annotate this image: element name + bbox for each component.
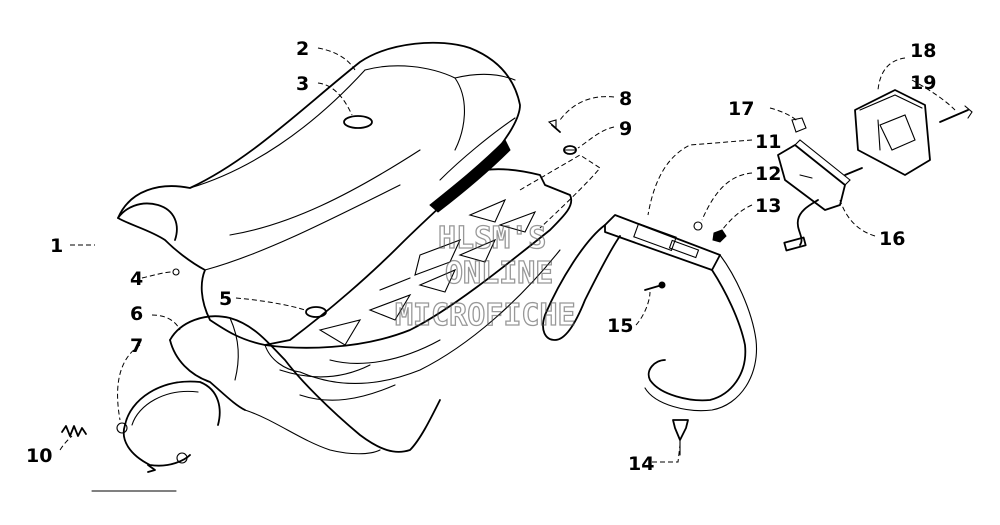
rear-grab-handle (542, 214, 758, 456)
callout-9: 9 (619, 118, 632, 140)
callout-3: 3 (296, 73, 309, 95)
callout-numbers: 1 2 3 4 5 6 7 8 9 10 11 12 13 14 15 16 1… (26, 38, 936, 475)
watermark-line-2: ONLINE (445, 256, 553, 291)
callout-19: 19 (910, 72, 936, 94)
callout-4: 4 (130, 268, 143, 290)
callout-6: 6 (130, 303, 143, 325)
callout-7: 7 (130, 335, 143, 357)
callout-18: 18 (910, 40, 936, 62)
callout-2: 2 (296, 38, 309, 60)
callout-10: 10 (26, 445, 52, 467)
watermark-line-1: HLSM'S (438, 221, 546, 256)
seat-assembly (117, 41, 573, 455)
callout-16: 16 (879, 228, 905, 250)
callout-12: 12 (755, 163, 781, 185)
callout-15: 15 (607, 315, 633, 337)
watermark: HLSM'S ONLINE MICROFICHE (394, 220, 576, 333)
callout-13: 13 (755, 195, 781, 217)
taillight-assembly (777, 89, 973, 252)
callout-17: 17 (728, 98, 754, 120)
callout-14: 14 (628, 453, 654, 475)
watermark-line-3: MICROFICHE (395, 298, 576, 333)
small-fasteners (547, 119, 577, 155)
strap-assembly (61, 380, 221, 492)
callout-11: 11 (755, 131, 781, 153)
callout-8: 8 (619, 88, 632, 110)
callout-1: 1 (50, 235, 63, 257)
leader-lines (59, 47, 956, 463)
callout-5: 5 (219, 288, 232, 310)
